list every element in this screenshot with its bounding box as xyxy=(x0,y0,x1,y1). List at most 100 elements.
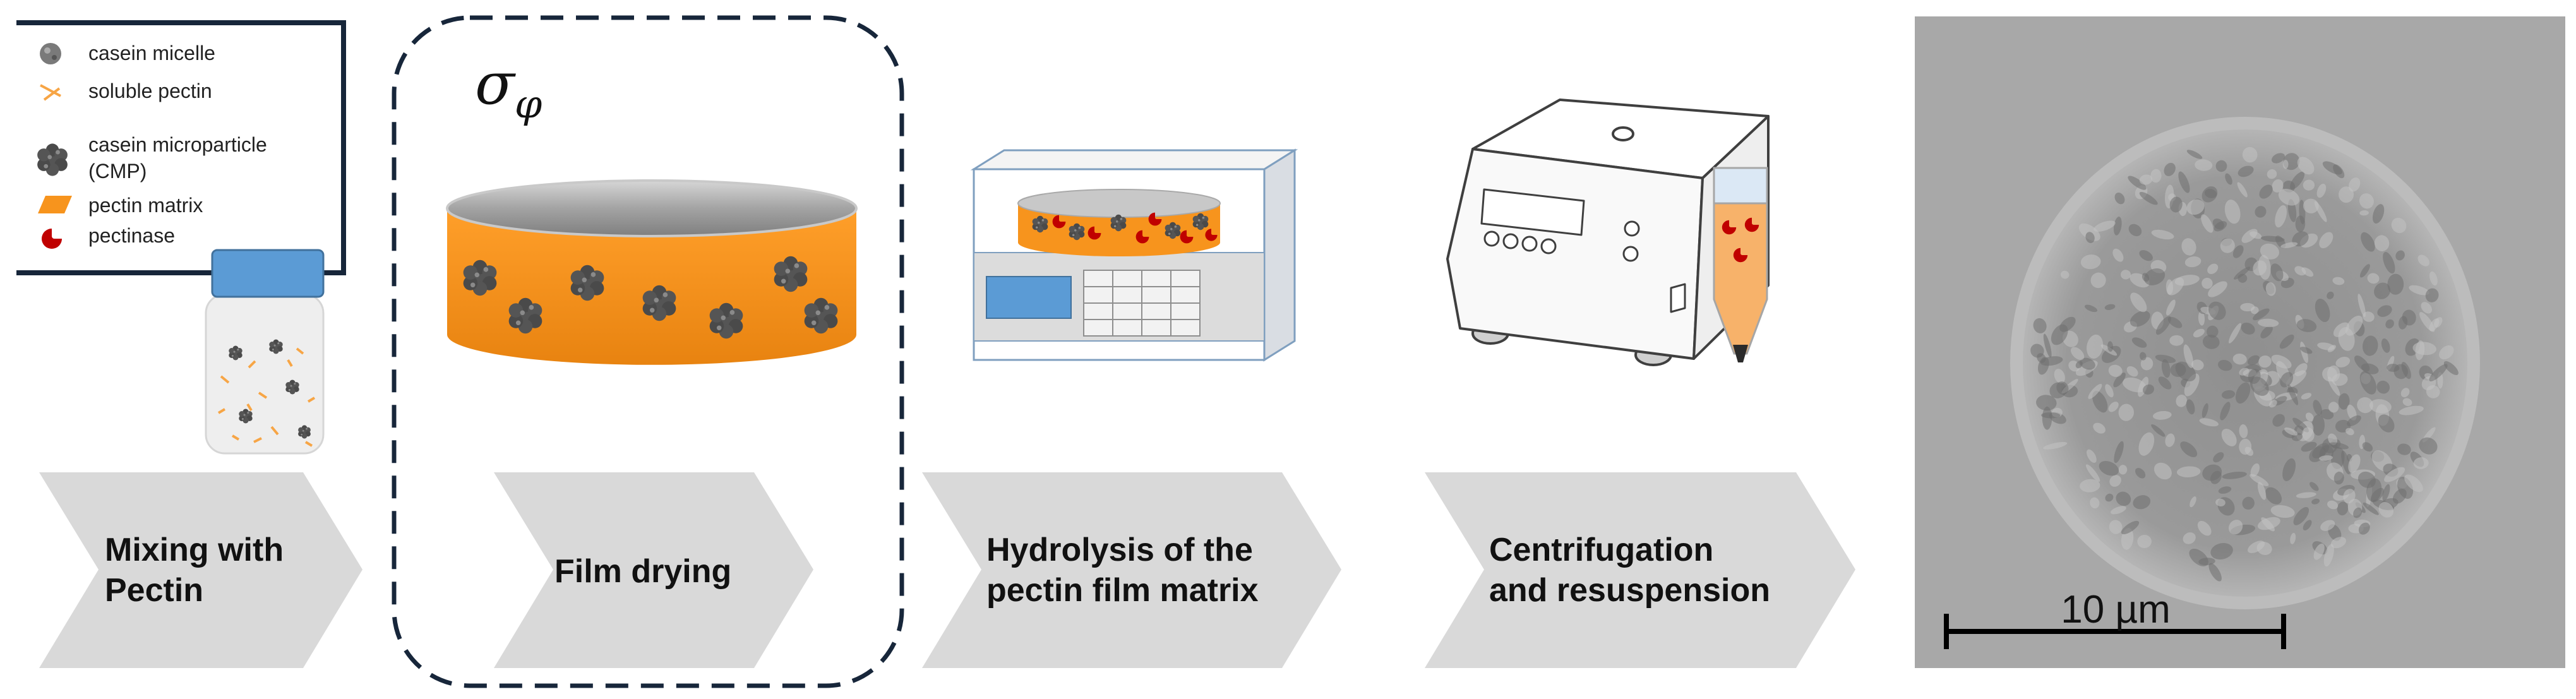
legend-label-cmp-line1: casein microparticle xyxy=(88,133,267,156)
texture-blob xyxy=(2400,388,2410,398)
texture-blob xyxy=(2259,184,2273,199)
texture-blob xyxy=(2305,412,2314,422)
texture-blob xyxy=(2353,507,2363,518)
texture-blob xyxy=(2381,338,2390,353)
texture-blob xyxy=(2139,250,2153,261)
texture-blob xyxy=(2239,438,2252,455)
texture-blob xyxy=(2417,254,2429,266)
texture-blob xyxy=(2043,333,2052,358)
texture-blob xyxy=(2085,464,2100,482)
texture-blob xyxy=(2152,410,2172,420)
film-drying-highlight-frame xyxy=(392,15,904,688)
texture-blob xyxy=(2138,432,2155,456)
texture-blob xyxy=(2282,160,2289,169)
texture-blob xyxy=(2128,224,2142,237)
texture-blob xyxy=(2037,357,2049,375)
texture-blob xyxy=(2130,292,2147,313)
texture-blob xyxy=(2232,354,2247,365)
texture-blob xyxy=(2296,492,2316,498)
texture-blob xyxy=(2201,214,2214,233)
texture-blob xyxy=(2155,316,2171,335)
texture-blob xyxy=(2092,391,2108,413)
bottle-lid xyxy=(211,249,325,298)
texture-blob xyxy=(2220,238,2235,253)
legend-label-cmp-line2: (CMP) xyxy=(88,160,147,182)
texture-blob xyxy=(2232,245,2244,258)
texture-blob xyxy=(2385,319,2394,329)
texture-blob xyxy=(2287,385,2299,405)
texture-blob xyxy=(2282,458,2296,482)
step-mixing-line1: Mixing with xyxy=(105,532,284,568)
texture-blob xyxy=(2349,177,2361,192)
texture-blob xyxy=(2397,443,2411,455)
texture-blob xyxy=(2137,534,2152,549)
texture-blob xyxy=(2164,162,2176,176)
texture-blob xyxy=(2268,400,2277,408)
texture-blob xyxy=(2357,397,2373,414)
texture-blob xyxy=(2186,199,2205,215)
texture-blob xyxy=(2270,505,2295,518)
texture-blob xyxy=(2376,380,2390,394)
texture-blob xyxy=(2193,328,2205,338)
texture-blob xyxy=(2372,204,2385,224)
texture-blob xyxy=(2429,318,2440,332)
texture-blob xyxy=(2133,495,2151,510)
texture-blob xyxy=(2158,376,2172,390)
step-centrifugation-chevron xyxy=(1425,472,1855,668)
texture-blob xyxy=(2413,457,2429,469)
texture-blob xyxy=(2253,260,2267,276)
texture-blob xyxy=(2297,157,2315,175)
texture-blob xyxy=(2421,302,2432,314)
micrograph-panel: 10 µm xyxy=(1915,16,2565,668)
texture-blob xyxy=(2393,364,2408,379)
texture-blob xyxy=(2328,402,2339,413)
texture-blob xyxy=(2166,299,2176,316)
texture-blob xyxy=(2116,491,2131,506)
texture-blob xyxy=(2030,344,2044,358)
texture-blob xyxy=(2302,427,2315,442)
texture-blob xyxy=(2248,541,2265,553)
texture-blob xyxy=(2242,496,2255,510)
texture-blob xyxy=(2174,275,2200,286)
texture-blob xyxy=(2311,498,2320,505)
texture-blob xyxy=(2258,318,2279,328)
step-mixing-line2: Pectin xyxy=(105,572,203,609)
step-centrifugation-line2: and resuspension xyxy=(1489,572,1770,609)
texture-blob xyxy=(2439,345,2454,360)
texture-blob xyxy=(2113,217,2122,236)
texture-blob xyxy=(2395,250,2405,261)
texture-blob xyxy=(2197,520,2212,536)
texture-blob xyxy=(2080,357,2095,370)
texture-blob xyxy=(2392,488,2407,504)
step-mixing-chevron xyxy=(39,472,362,668)
texture-blob xyxy=(2105,493,2114,502)
texture-blob xyxy=(2402,398,2412,407)
texture-blob xyxy=(2090,272,2106,289)
texture-blob xyxy=(2241,229,2258,243)
texture-blob xyxy=(2443,361,2459,376)
texture-blob xyxy=(2225,173,2232,185)
texture-blob xyxy=(2378,414,2395,433)
texture-blob xyxy=(2250,306,2259,314)
texture-blob xyxy=(2213,452,2224,463)
texture-blob xyxy=(2402,309,2416,326)
casein-micelle-icon xyxy=(40,43,61,64)
mixing-bottle-illustration xyxy=(205,249,325,455)
texture-blob xyxy=(2250,474,2269,486)
texture-blob xyxy=(2075,361,2083,369)
texture-blob xyxy=(2190,496,2196,508)
texture-blob xyxy=(2363,311,2375,322)
texture-blob xyxy=(2151,229,2174,240)
texture-blob xyxy=(2309,482,2319,491)
texture-blob xyxy=(2241,322,2255,335)
texture-blob xyxy=(2271,153,2285,164)
texture-blob xyxy=(2404,474,2423,493)
texture-blob xyxy=(2258,355,2272,368)
texture-blob xyxy=(2202,277,2213,289)
texture-blob xyxy=(2327,291,2334,299)
pectin-matrix-icon xyxy=(38,196,72,213)
texture-blob xyxy=(2257,517,2280,530)
texture-blob xyxy=(2399,405,2424,415)
texture-blob xyxy=(2272,179,2284,193)
